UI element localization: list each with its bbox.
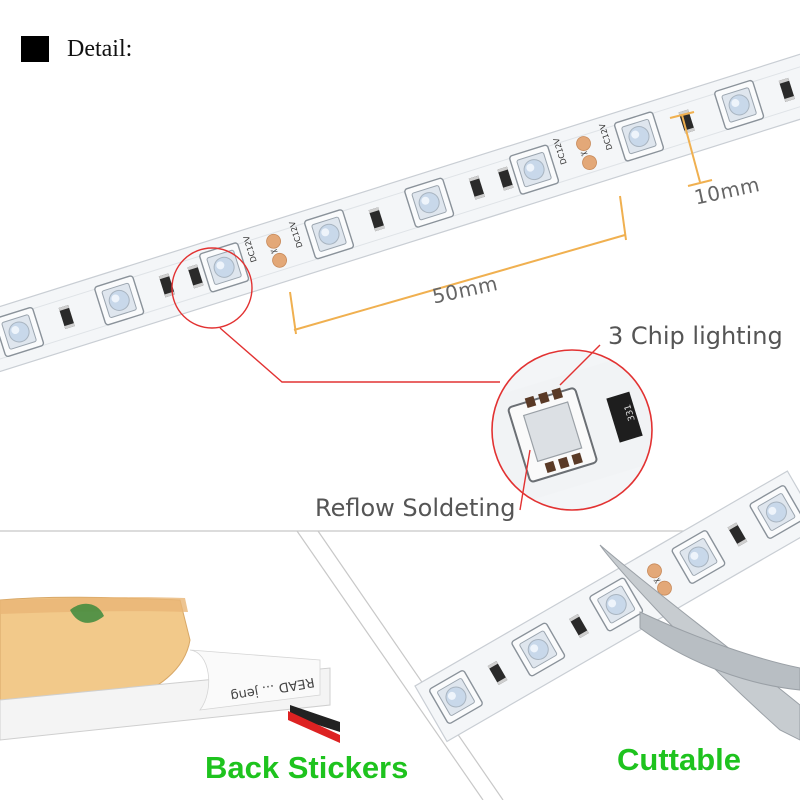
chip-lighting-label: 3 Chip lighting: [608, 322, 783, 350]
dimension-10mm: [669, 111, 713, 187]
cuttable-caption: Cuttable: [617, 742, 741, 777]
cuttable-photo: [414, 470, 800, 743]
resistor-code: 331: [623, 403, 638, 422]
header-square-bullet: [21, 36, 49, 62]
magnified-chip-view: 331: [491, 344, 653, 511]
callout-connector: [171, 247, 500, 383]
header-title: Detail:: [67, 35, 133, 62]
back-sticker-photo: READ ... jeng: [0, 596, 340, 743]
back-stickers-caption: Back Stickers: [205, 750, 409, 785]
reflow-solder-label: Reflow Soldeting: [315, 494, 516, 522]
led-strip-main: DC12V DC12V DC12V DC12V: [0, 44, 800, 376]
dimension-50mm: [289, 195, 627, 335]
header: Detail:: [21, 34, 132, 64]
panel-dividers: [0, 530, 800, 800]
